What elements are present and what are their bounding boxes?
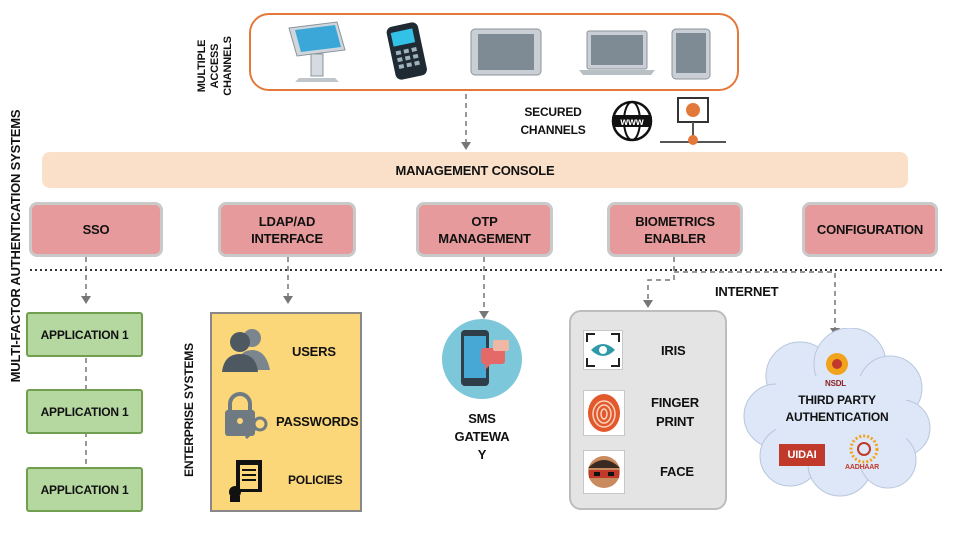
cloud-shape xyxy=(743,328,931,497)
iris-label: IRIS xyxy=(661,343,686,358)
biometrics-label-line: ENABLER xyxy=(644,230,706,246)
ldap-label-line: LDAP/AD xyxy=(258,213,316,229)
secured-channels-label: SECURED CHANNELS xyxy=(508,103,598,139)
pos-terminal-icon xyxy=(386,22,427,80)
passwords-label: PASSWORDS xyxy=(276,414,359,429)
eye-scan-icon xyxy=(586,333,620,367)
application-label: APPLICATION 1 xyxy=(40,482,129,497)
smartphone-chat-icon xyxy=(442,319,522,399)
sms-gateway-line: GATEWA xyxy=(454,429,510,444)
application-label: APPLICATION 1 xyxy=(40,404,129,419)
application-box: APPLICATION 1 xyxy=(26,467,143,512)
kiosk-icon xyxy=(288,21,346,82)
finger-print-line: FINGER xyxy=(651,395,699,410)
aadhaar-logo-icon xyxy=(849,434,879,464)
otp-label-line: MANAGEMENT xyxy=(438,230,531,246)
ldap-module: LDAP/AD INTERFACE xyxy=(218,202,356,257)
secured-channels-line: CHANNELS xyxy=(520,123,586,137)
internet-label: INTERNET xyxy=(715,284,779,299)
iris-tile xyxy=(583,330,623,370)
users-icon xyxy=(222,329,270,372)
sso-label: SSO xyxy=(82,222,110,237)
face-label: FACE xyxy=(660,464,694,479)
otp-label-line: OTP xyxy=(471,213,498,229)
application-box: APPLICATION 1 xyxy=(26,312,143,357)
configuration-module: CONFIGURATION xyxy=(802,202,938,257)
uidai-label: UIDAI xyxy=(787,449,817,461)
fingerprint-icon xyxy=(588,394,620,432)
policies-label: POLICIES xyxy=(288,473,343,487)
fingerprint-tile xyxy=(583,390,625,436)
tablet-landscape-icon xyxy=(470,28,542,76)
sms-gateway-line: Y xyxy=(477,447,487,462)
management-console: MANAGEMENT CONSOLE xyxy=(42,152,908,188)
configuration-label: CONFIGURATION xyxy=(816,222,924,237)
users-label: USERS xyxy=(292,344,336,359)
application-box: APPLICATION 1 xyxy=(26,389,143,434)
biometrics-label-line: BIOMETRICS xyxy=(635,213,715,229)
nsdl-logo-icon xyxy=(826,353,848,375)
finger-print-label: FINGER PRINT xyxy=(650,393,700,431)
nsdl-label: NSDL xyxy=(825,379,846,388)
secured-channels-line: SECURED xyxy=(524,105,582,119)
mfa-title: MULTI-FACTOR AUTHENTICATION SYSTEMS xyxy=(8,109,23,383)
application-label: APPLICATION 1 xyxy=(40,327,129,342)
access-channels-box xyxy=(249,13,739,91)
aadhaar-label: AADHAAR xyxy=(845,464,879,471)
sms-gateway-label: SMS GATEWA Y xyxy=(440,410,524,464)
finger-print-line: PRINT xyxy=(655,414,694,429)
ldap-label-line: INTERFACE xyxy=(251,230,323,246)
otp-module: OTP MANAGEMENT xyxy=(416,202,553,257)
third-party-title: THIRD PARTY AUTHENTICATION xyxy=(762,392,912,426)
sso-module: SSO xyxy=(29,202,163,257)
face-tile xyxy=(583,450,625,494)
biometrics-module: BIOMETRICS ENABLER xyxy=(607,202,743,257)
third-party-title-line: AUTHENTICATION xyxy=(785,410,889,424)
enterprise-systems-label: ENTERPRISE SYSTEMS xyxy=(182,343,196,477)
network-monitor-icon xyxy=(660,97,726,145)
third-party-title-line: THIRD PARTY xyxy=(798,393,876,407)
access-channels-label: MULTIPLE ACCESS CHANNELS xyxy=(190,30,240,102)
policy-document-icon xyxy=(229,460,262,502)
access-channels-line: ACCESS xyxy=(208,43,221,89)
uidai-logo: UIDAI xyxy=(779,444,825,466)
laptop-icon xyxy=(579,30,655,75)
svg-text:www: www xyxy=(619,117,644,128)
www-globe-icon: www xyxy=(611,100,653,142)
access-channels-line: CHANNELS xyxy=(221,36,234,96)
sms-gateway-line: SMS xyxy=(468,411,496,426)
tablet-icon xyxy=(671,28,711,80)
management-console-label: MANAGEMENT CONSOLE xyxy=(395,162,555,178)
padlock-key-icon xyxy=(225,392,268,440)
access-channels-line: MULTIPLE xyxy=(195,39,208,93)
face-mask-icon xyxy=(588,456,620,488)
